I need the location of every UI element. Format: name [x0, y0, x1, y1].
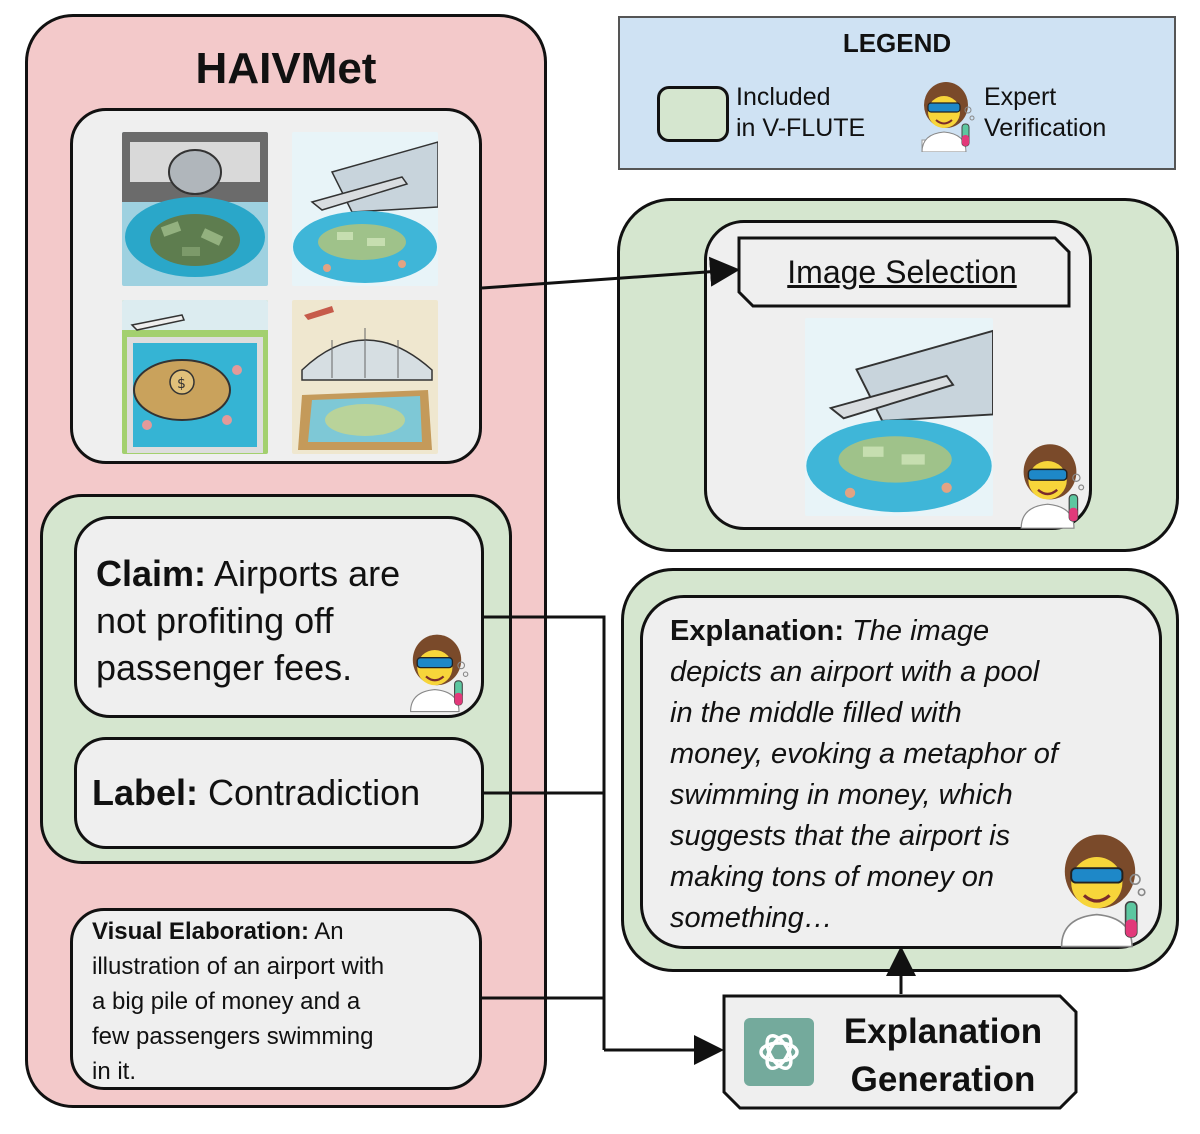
explanation-line-8: something… [670, 902, 833, 934]
image-thumbnail-4 [292, 300, 438, 454]
legend-expert-text: Expert Verification [984, 82, 1106, 144]
legend-title: LEGEND [842, 28, 952, 58]
explanation-line-3: in the middle filled with [670, 697, 962, 729]
legend-included-text: Included in V-FLUTE [736, 82, 865, 144]
label-label: Label: [92, 772, 199, 813]
label-box [74, 737, 484, 849]
legend-included-line-2: in V-FLUTE [736, 114, 866, 142]
explanation-label: Explanation: [670, 615, 845, 647]
svg-text:$: $ [177, 376, 186, 392]
explanation-text: Explanation: The image depicts an airpor… [670, 611, 1140, 939]
claim-text: Claim: Airports are not profiting off pa… [96, 550, 476, 691]
explanation-line-1: The image [844, 615, 990, 647]
visual-line-5: in it. [92, 1058, 137, 1085]
label-text: Label: Contradiction [92, 772, 482, 814]
claim-line-3: passenger fees. [96, 647, 353, 688]
explanation-line-6: suggests that the airport is [670, 820, 1011, 852]
visual-elaboration-label: Visual Elaboration: [92, 918, 309, 945]
claim-line-1: Airports are [206, 553, 401, 594]
openai-icon [744, 1018, 814, 1086]
expert-icon-image [1014, 440, 1086, 530]
claim-label: Claim: [96, 553, 207, 594]
visual-line-2: illustration of an airport with [92, 953, 385, 980]
image-thumbnail-1 [122, 132, 268, 286]
expert-icon-claim [404, 630, 470, 714]
legend-expert-line-2: Verification [984, 114, 1107, 142]
visual-elaboration-box [70, 908, 482, 1090]
claim-line-2: not profiting off [96, 600, 334, 641]
expert-icon-explanation [1052, 830, 1148, 948]
visual-line-1: An [308, 918, 344, 945]
explanation-line-2: depicts an airport with a pool [670, 656, 1040, 688]
explanation-generation-text: Explanation Generation [818, 1008, 1068, 1104]
explanation-line-4: money, evoking a metaphor of [670, 738, 1058, 770]
visual-line-3: a big pile of money and a [92, 988, 361, 1015]
image-selection-tag [737, 236, 1071, 308]
selected-image [805, 318, 993, 516]
generation-line-2: Generation [850, 1060, 1036, 1099]
explanation-line-5: swimming in money, which [670, 779, 1013, 811]
visual-elaboration-text: Visual Elaboration: An illustration of a… [92, 914, 472, 1089]
explanation-line-7: making tons of money on [670, 861, 995, 893]
claim-box [74, 516, 484, 718]
legend-included-swatch [657, 86, 729, 142]
legend-included-line-1: Included [736, 83, 831, 111]
legend-expert-icon [916, 80, 976, 152]
legend-expert-line-1: Expert [984, 83, 1057, 111]
image-selection-title: Image Selection [787, 254, 1017, 290]
label-value: Contradiction [198, 772, 421, 813]
image-thumbnail-3: $ [122, 300, 268, 454]
haivmet-title: HAIVMet [195, 44, 377, 93]
image-thumbnail-2 [292, 132, 438, 286]
visual-line-4: few passengers swimming [92, 1023, 374, 1050]
generation-line-1: Explanation [843, 1012, 1043, 1051]
